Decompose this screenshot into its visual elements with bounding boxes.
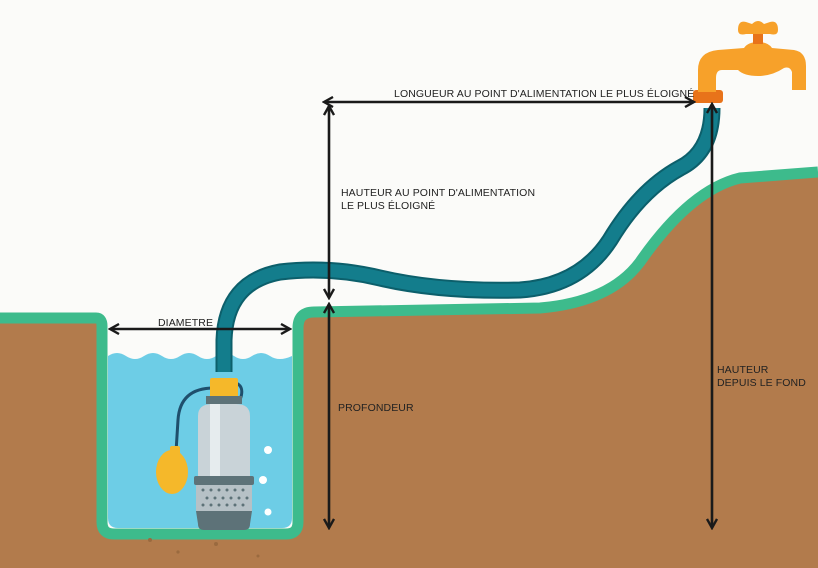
height-from-bottom-label-line2: DEPUIS LE FOND — [717, 377, 806, 389]
height-from-bottom-label-line1: HAUTEUR — [717, 364, 769, 376]
diameter-label: DIAMETRE — [158, 317, 214, 329]
ground-soil — [0, 172, 818, 568]
height-far-point-label-line1: HAUTEUR AU POINT D'ALIMENTATION — [341, 187, 536, 199]
water-bubbles — [259, 446, 272, 516]
float-switch-icon — [156, 446, 188, 494]
submersible-pump-icon — [174, 378, 254, 530]
faucet-icon — [693, 21, 806, 103]
height-from-bottom-label: HAUTEUR DEPUIS LE FOND — [717, 364, 806, 390]
height-far-point-label: HAUTEUR AU POINT D'ALIMENTATION LE PLUS … — [341, 187, 535, 213]
height-far-point-label-line2: LE PLUS ÉLOIGNÉ — [341, 200, 436, 212]
grass-edge — [0, 166, 818, 540]
soil-pebbles — [148, 538, 260, 558]
depth-label: PROFONDEUR — [338, 402, 414, 414]
length-label: LONGUEUR AU POINT D'ALIMENTATION LE PLUS… — [394, 88, 695, 100]
